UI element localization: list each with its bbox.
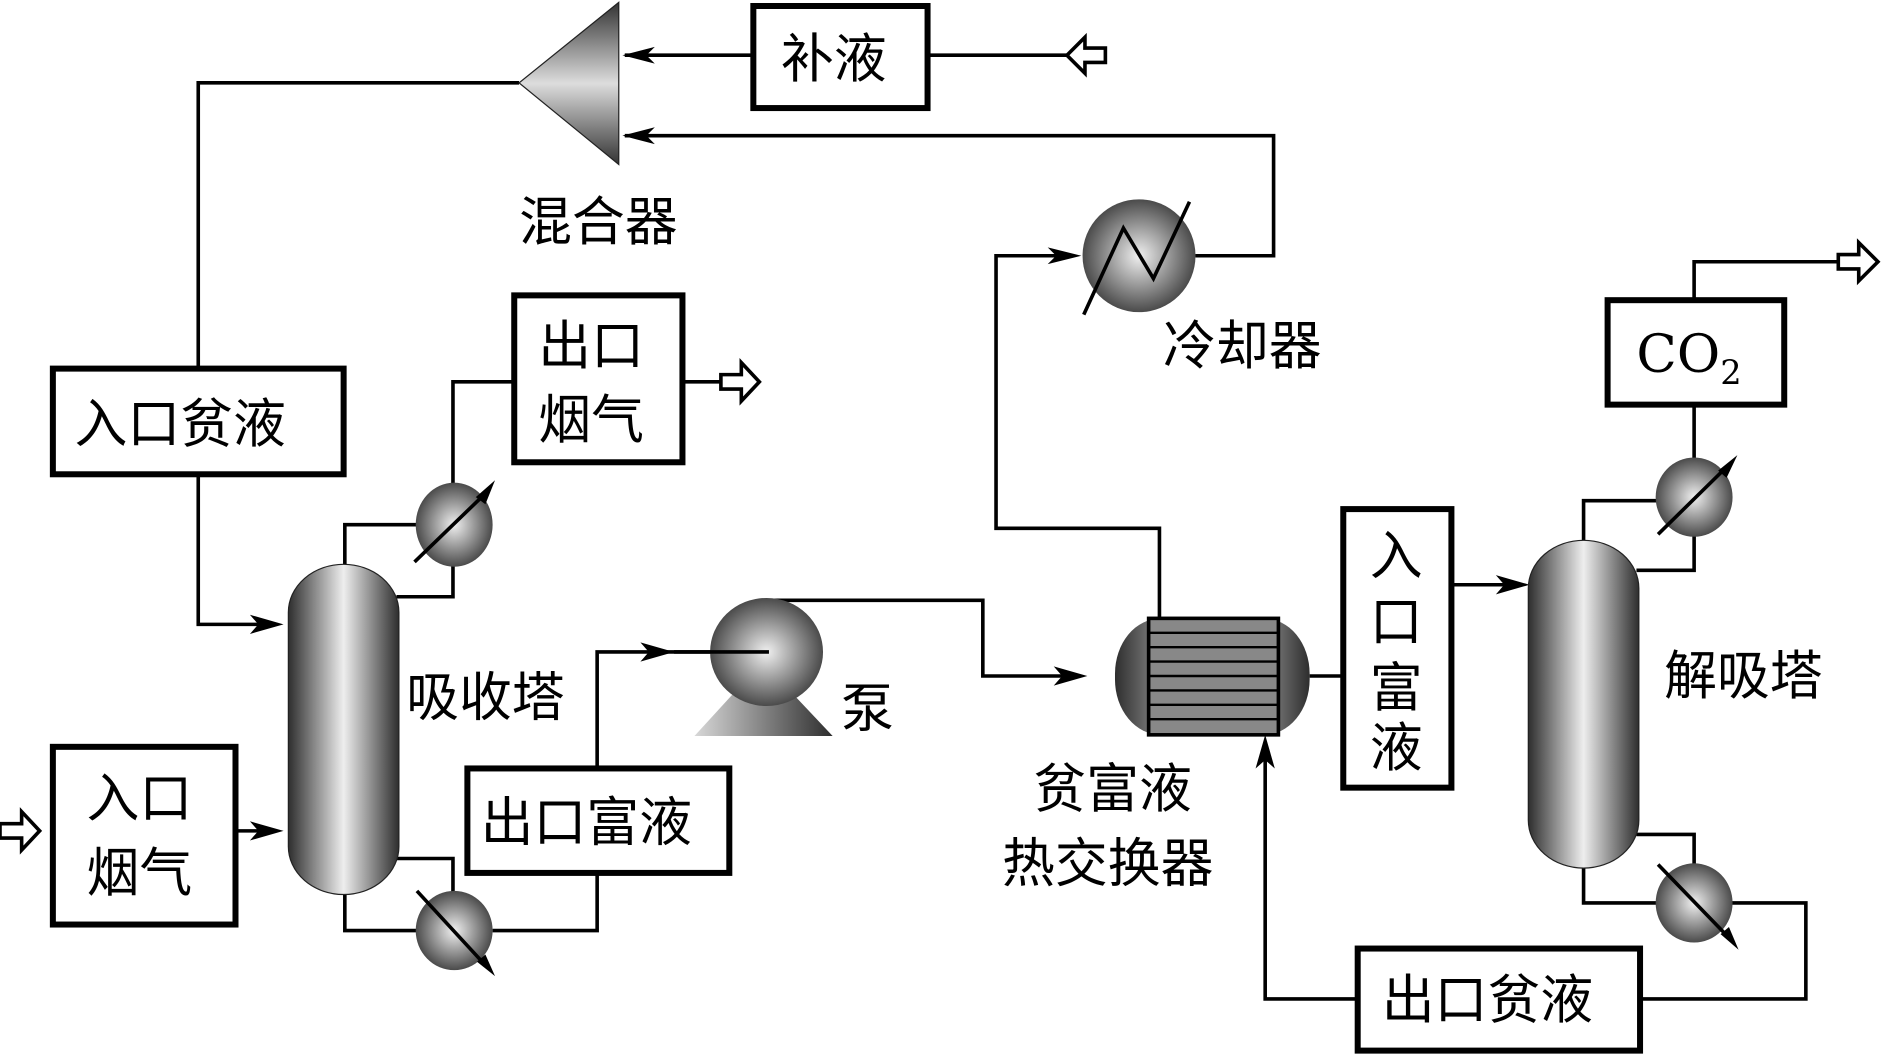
gas-outlet-arrow-icon: [719, 358, 762, 406]
absorber-column[interactable]: [287, 563, 400, 896]
co2-label: CO2: [1636, 324, 1741, 392]
cooler[interactable]: [1082, 199, 1196, 316]
pipe-bottom-loop: [343, 888, 421, 933]
stripper-label: 解吸塔: [1664, 646, 1823, 707]
stripper-condenser[interactable]: [1655, 455, 1738, 537]
rich-in-char-1: 入: [1370, 526, 1423, 587]
pipe-stripper-condenser-return: [1636, 534, 1696, 573]
gas-out-stream-box[interactable]: 出口 烟气: [511, 292, 686, 466]
stripper-icon: [1527, 539, 1640, 869]
pipe-absorber-bottom: [396, 856, 455, 895]
gas-in-stream-box[interactable]: 入口 烟气: [49, 743, 239, 928]
pipe-lean-out-to-hx: [1263, 750, 1356, 1001]
heat-exchanger-label-line1: 贫富液: [1033, 759, 1192, 820]
pipe-to-gas-out: [451, 380, 515, 490]
arrow-head: [1047, 247, 1082, 265]
pump[interactable]: [674, 597, 833, 737]
co2-outlet-arrow-icon: [1836, 238, 1881, 286]
pump-label: 泵: [841, 678, 894, 739]
arrow-head: [640, 642, 675, 662]
absorber-icon: [287, 563, 400, 896]
arrow-head: [622, 127, 655, 145]
rich-in-stream-box[interactable]: 入 口 富 液: [1340, 506, 1455, 791]
mixer[interactable]: [518, 1, 620, 166]
mixer-icon: [518, 1, 620, 166]
makeup-label: 补液: [781, 29, 887, 90]
pump-base-icon: [694, 694, 833, 737]
rich-in-char-3: 富: [1370, 658, 1423, 719]
pipe-co2-exit: [1692, 259, 1839, 298]
stripper-reboiler[interactable]: [1655, 863, 1739, 950]
pipe-mixer-to-lean-in: [196, 81, 520, 367]
lean-in-label: 入口贫液: [74, 394, 285, 455]
gas-out-label-line2: 烟气: [538, 390, 644, 451]
cooler-label: 冷却器: [1163, 316, 1322, 377]
absorber-bottom-exchanger[interactable]: [415, 889, 496, 977]
pipe-stripper-bottom: [1636, 832, 1696, 871]
rich-in-char-2: 口: [1370, 592, 1423, 653]
arrow-head: [622, 46, 655, 64]
makeup-feed-arrow-icon: [1064, 32, 1108, 78]
lean-out-stream-box[interactable]: 出口贫液: [1354, 945, 1644, 1054]
rich-in-char-4: 液: [1370, 718, 1423, 779]
arrow-head: [1053, 666, 1088, 686]
pipe-pump-to-hx: [768, 598, 1076, 678]
absorber-condenser[interactable]: [413, 480, 496, 567]
co2-label-subscript: 2: [1720, 353, 1741, 392]
rich-out-label: 出口富液: [481, 793, 692, 854]
lean-out-label: 出口贫液: [1382, 970, 1593, 1031]
pipe-stripper-bottom-loop: [1581, 864, 1659, 905]
pipe-to-lean-out: [1640, 901, 1808, 1001]
pipe-condenser-return: [396, 558, 455, 599]
pipe-absorber-top: [343, 522, 421, 565]
arrow-head: [1255, 734, 1275, 769]
pipe-cooler-to-mixer: [624, 133, 1276, 258]
rich-out-stream-box[interactable]: 出口富液: [464, 765, 733, 876]
co2-stream-box[interactable]: CO2: [1604, 297, 1788, 408]
gas-in-label-line2: 烟气: [87, 843, 193, 904]
mixer-label: 混合器: [519, 192, 678, 253]
arrow-head: [1495, 575, 1530, 595]
pipe-to-rich-out: [492, 874, 599, 933]
pipe-lean-in-to-absorber: [196, 474, 271, 627]
lean-in-stream-box[interactable]: 入口贫液: [49, 365, 347, 478]
makeup-stream-box[interactable]: 补液: [750, 3, 931, 112]
pipe-hx-to-cooler: [994, 253, 1162, 619]
arrow-head: [249, 821, 284, 841]
pipe-lines: [196, 46, 1839, 1001]
absorber-label: 吸收塔: [406, 668, 565, 729]
co2-label-main: CO: [1636, 324, 1720, 385]
pipe-stripper-top: [1581, 498, 1659, 541]
heat-exchanger-label-line2: 热交换器: [1002, 833, 1213, 894]
lean-rich-heat-exchanger[interactable]: [1114, 616, 1310, 737]
gas-in-label-line1: 入口: [87, 768, 193, 829]
gas-inlet-arrow-icon: [0, 807, 43, 855]
stripper-column[interactable]: [1527, 539, 1640, 869]
arrow-head: [249, 614, 284, 634]
gas-out-label-line1: 出口: [538, 316, 644, 377]
